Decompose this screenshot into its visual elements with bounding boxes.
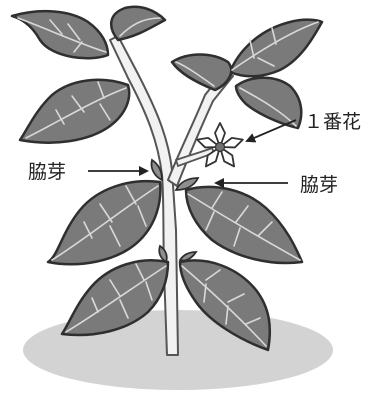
arrows bbox=[88, 119, 297, 188]
arrow-icon bbox=[245, 119, 297, 143]
label-axillary-bud-left: 脇芽 bbox=[28, 161, 66, 183]
bud-lower-icon bbox=[178, 251, 198, 262]
leaf-icon bbox=[170, 53, 233, 92]
leaf-veins bbox=[17, 17, 319, 347]
main-stem bbox=[109, 35, 179, 356]
axillary-buds bbox=[150, 158, 200, 264]
leaf-icon bbox=[228, 18, 324, 78]
label-first-flower: １番花 bbox=[304, 111, 361, 133]
label-axillary-bud-right: 脇芽 bbox=[300, 174, 338, 196]
bud-lower-icon bbox=[158, 244, 168, 264]
leaf-icon bbox=[60, 259, 170, 337]
bud-right-icon bbox=[174, 177, 200, 191]
leaf-icon bbox=[234, 76, 303, 130]
flower-icon bbox=[196, 122, 244, 168]
bud-left-icon bbox=[150, 158, 163, 182]
